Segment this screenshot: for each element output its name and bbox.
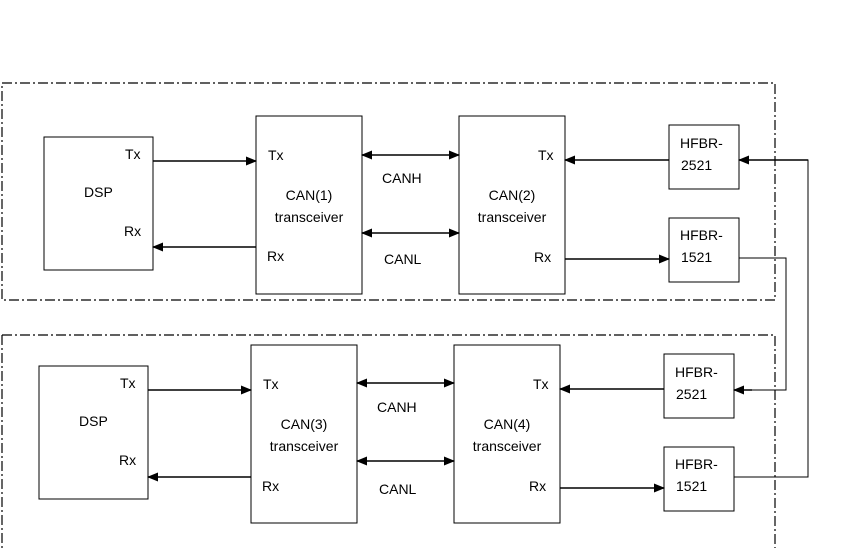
bottom-dsp-label: DSP	[79, 413, 108, 429]
bottom-can-b-name: CAN(4)	[484, 416, 531, 432]
bottom-can-a-box	[250, 344, 358, 524]
top-subsystem: DSP Tx Rx Tx Rx CAN(1) transceiver Tx Rx…	[1, 82, 776, 301]
top-dsp-box	[43, 136, 154, 271]
fiber-top-to-bottom	[739, 257, 787, 391]
bottom-dsp-tx-label: Tx	[120, 375, 136, 391]
bottom-can-a-tx-label: Tx	[263, 376, 279, 392]
top-hfbr-tx-line1: HFBR-	[680, 227, 723, 243]
top-hfbr-rx-box	[668, 124, 740, 190]
bottom-canh-label: CANH	[377, 399, 417, 415]
top-dashed-border	[1, 82, 776, 301]
bottom-subsystem: DSP Tx Rx Tx Rx CAN(3) transceiver Tx Rx…	[1, 334, 776, 548]
top-can-a-rx-label: Rx	[267, 248, 284, 264]
bottom-can-b-box	[453, 344, 561, 524]
bottom-can-b-tx-label: Tx	[533, 376, 549, 392]
bottom-canl-label: CANL	[379, 481, 417, 497]
top-can-b-name: CAN(2)	[489, 187, 536, 203]
top-dsp-rx-label: Rx	[124, 223, 141, 239]
bottom-dsp-rx-label: Rx	[119, 452, 136, 468]
top-hfbr-tx-line2: 1521	[681, 249, 712, 265]
fiber-links	[732, 155, 809, 478]
bottom-hfbr-tx-box	[663, 446, 735, 512]
top-can-a-type: transceiver	[275, 209, 344, 225]
bottom-hfbr-tx-line1: HFBR-	[675, 456, 718, 472]
bottom-can-a-type: transceiver	[270, 438, 339, 454]
bottom-dsp-box	[38, 365, 149, 500]
bottom-hfbr-rx-line2: 2521	[676, 386, 707, 402]
top-dsp-tx-label: Tx	[125, 146, 141, 162]
top-can-b-tx-label: Tx	[538, 147, 554, 163]
top-canl-label: CANL	[384, 251, 422, 267]
top-dsp-label: DSP	[84, 184, 113, 200]
top-hfbr-tx-box	[668, 217, 740, 283]
top-canh-label: CANH	[382, 170, 422, 186]
bottom-hfbr-rx-line1: HFBR-	[675, 364, 718, 380]
bottom-can-b-type: transceiver	[473, 438, 542, 454]
top-can-b-rx-label: Rx	[534, 249, 551, 265]
top-hfbr-rx-line1: HFBR-	[680, 135, 723, 151]
top-can-a-box	[255, 115, 363, 295]
fiber-bottom-to-top	[734, 159, 809, 478]
bottom-hfbr-rx-box	[663, 353, 735, 419]
bottom-can-b-rx-label: Rx	[529, 478, 546, 494]
top-can-a-name: CAN(1)	[286, 187, 333, 203]
top-hfbr-rx-line2: 2521	[681, 157, 712, 173]
top-can-a-tx-label: Tx	[268, 147, 284, 163]
bottom-can-a-name: CAN(3)	[281, 416, 328, 432]
bottom-can-a-rx-label: Rx	[262, 478, 279, 494]
bottom-hfbr-tx-line2: 1521	[676, 478, 707, 494]
top-can-b-type: transceiver	[478, 209, 547, 225]
top-can-b-box	[458, 115, 566, 295]
